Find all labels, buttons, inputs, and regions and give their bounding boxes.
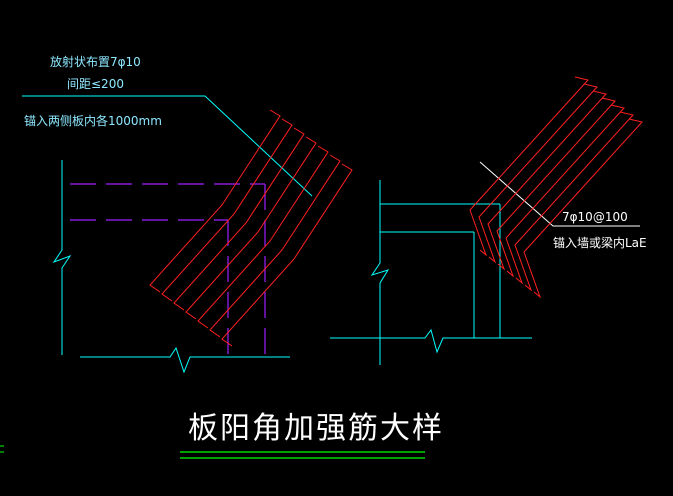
left-rebar-7 [221,163,353,347]
left-note-radial-layout: 放射状布置7φ10 [50,54,141,69]
left-rebar-5 [197,145,329,329]
right-rebar-1 [469,76,589,257]
left-rebar-3 [173,127,305,311]
right-note-anchorage: 锚入墙或梁内LaE [553,235,647,250]
right-leader-line [479,161,640,227]
right-rebar-6 [514,111,634,292]
left-rebar-4 [185,136,317,320]
right-beam-outline [330,180,532,365]
left-note-anchorage: 锚入两侧板内各1000mm [24,113,162,128]
right-rebar-3 [487,90,607,271]
title-underline [180,451,425,459]
right-rebar-5 [505,104,625,285]
edge-mark [0,445,4,453]
right-rebar-7 [523,118,643,299]
right-rebar-4 [496,97,616,278]
left-detail: 放射状布置7φ10 间距≤200 锚入两侧板内各1000mm [22,54,353,374]
right-detail: 7φ10@100 锚入墙或梁内LaE [330,76,647,365]
left-wall-line [52,160,72,355]
right-note-rebar-spec: 7φ10@100 [562,210,628,224]
left-rebar-2 [161,118,293,302]
right-rebar-2 [478,83,598,264]
left-leader-line [22,95,313,197]
left-slab-line [80,346,290,374]
left-rebar-6 [209,154,341,338]
left-corner-rebars [149,109,353,347]
right-corner-rebars [469,76,643,299]
drawing-title: 板阳角加强筋大样 [188,411,444,446]
left-rebar-1 [149,109,281,293]
left-note-spacing: 间距≤200 [67,77,124,91]
